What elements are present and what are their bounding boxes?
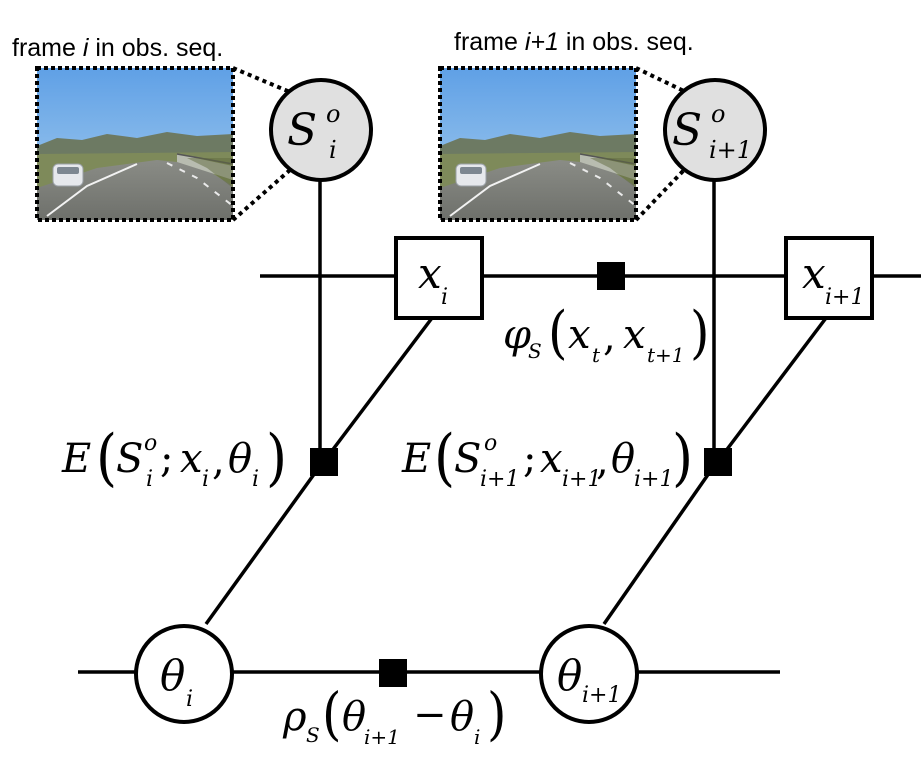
state-node-x-i1: x i+1 xyxy=(784,236,874,320)
svg-text:−: − xyxy=(413,692,447,738)
theta-node-i: θ i xyxy=(134,624,234,724)
svg-text:x: x xyxy=(418,249,442,298)
svg-text:): ) xyxy=(487,680,507,747)
svg-text:x: x xyxy=(802,249,826,298)
svg-text:x: x xyxy=(540,436,563,482)
svg-text:S: S xyxy=(454,436,481,482)
svg-text:θ: θ xyxy=(160,651,185,700)
svg-text:o: o xyxy=(144,431,157,456)
svg-text:S: S xyxy=(116,436,143,482)
svg-text:i: i xyxy=(474,725,480,749)
observed-node-i1: S o i+1 xyxy=(663,78,767,182)
svg-text:S: S xyxy=(287,105,317,156)
svg-text:x: x xyxy=(568,312,591,358)
svg-text:i+1: i+1 xyxy=(582,683,621,708)
x-i-energy-edge xyxy=(326,316,434,458)
svg-text:t: t xyxy=(592,343,601,367)
svg-text:i+1: i+1 xyxy=(634,467,673,492)
svg-text:i: i xyxy=(202,467,209,492)
svg-text:i: i xyxy=(329,136,337,164)
svg-text:;: ; xyxy=(160,436,173,482)
svg-text:;: ; xyxy=(523,436,536,482)
svg-text:i: i xyxy=(146,467,153,492)
frame-caption-i: frame i in obs. seq. xyxy=(12,34,223,62)
svg-text:S: S xyxy=(306,723,320,747)
svg-text:S: S xyxy=(528,339,542,363)
svg-text:i+1: i+1 xyxy=(480,467,519,492)
svg-text:,: , xyxy=(212,438,225,484)
svg-text:o: o xyxy=(711,100,725,128)
svg-text:θ: θ xyxy=(611,436,635,482)
svg-text:): ) xyxy=(672,421,693,494)
energy-i1-theta-edge xyxy=(602,465,716,625)
svg-text:(: ( xyxy=(322,680,342,747)
svg-text:i: i xyxy=(252,467,259,492)
svg-text:(: ( xyxy=(548,299,568,366)
x-i1-energy-edge xyxy=(720,316,828,458)
frame-image-i xyxy=(35,66,235,222)
svg-text:θ: θ xyxy=(228,436,252,482)
factor-energy-i1 xyxy=(704,448,732,476)
label-rho-factor: ρ S ( θ i+1 − θ i ) xyxy=(282,680,507,749)
svg-text:i+1: i+1 xyxy=(825,285,864,310)
svg-text:i+1: i+1 xyxy=(364,725,400,749)
frame-image-i1 xyxy=(438,66,638,222)
svg-text:o: o xyxy=(484,431,497,456)
svg-text:,: , xyxy=(596,438,609,484)
observed-node-i: S o i xyxy=(269,78,373,182)
svg-text:(: ( xyxy=(434,421,455,494)
energy-i-theta-edge xyxy=(204,464,322,626)
svg-text:,: , xyxy=(603,314,616,360)
svg-text:S: S xyxy=(672,105,702,156)
label-energy-i: E ( S o i ; x i , θ i ) xyxy=(61,421,287,494)
svg-text:i: i xyxy=(186,687,193,712)
svg-text:θ: θ xyxy=(342,694,366,740)
svg-text:(: ( xyxy=(96,421,117,494)
svg-text:E: E xyxy=(401,436,431,482)
theta-node-i1: θ i+1 xyxy=(539,624,639,724)
svg-text:i+1: i+1 xyxy=(709,136,752,164)
svg-text:x: x xyxy=(180,436,203,482)
callout-lines xyxy=(231,66,687,222)
state-node-x-i: x i xyxy=(394,236,484,320)
svg-text:i: i xyxy=(441,285,448,310)
frame-caption-i1: frame i+1 in obs. seq. xyxy=(454,28,694,56)
svg-text:x: x xyxy=(623,312,646,358)
svg-text:t+1: t+1 xyxy=(647,343,685,367)
svg-text:ρ: ρ xyxy=(282,694,307,740)
svg-text:o: o xyxy=(326,100,340,128)
label-phi-factor: φ S ( x t , x t+1 ) xyxy=(503,299,710,367)
factor-rho xyxy=(379,659,407,687)
factor-phi xyxy=(597,262,625,290)
factor-energy-i xyxy=(310,448,338,476)
svg-text:φ: φ xyxy=(503,312,531,358)
label-energy-i1: E ( S o i+1 ; x i+1 , θ i+1 ) xyxy=(401,421,693,494)
svg-text:θ: θ xyxy=(557,651,582,700)
svg-text:i+1: i+1 xyxy=(562,467,601,492)
svg-text:E: E xyxy=(61,436,91,482)
svg-text:): ) xyxy=(690,299,710,366)
svg-text:): ) xyxy=(266,421,287,494)
svg-text:θ: θ xyxy=(450,694,474,740)
